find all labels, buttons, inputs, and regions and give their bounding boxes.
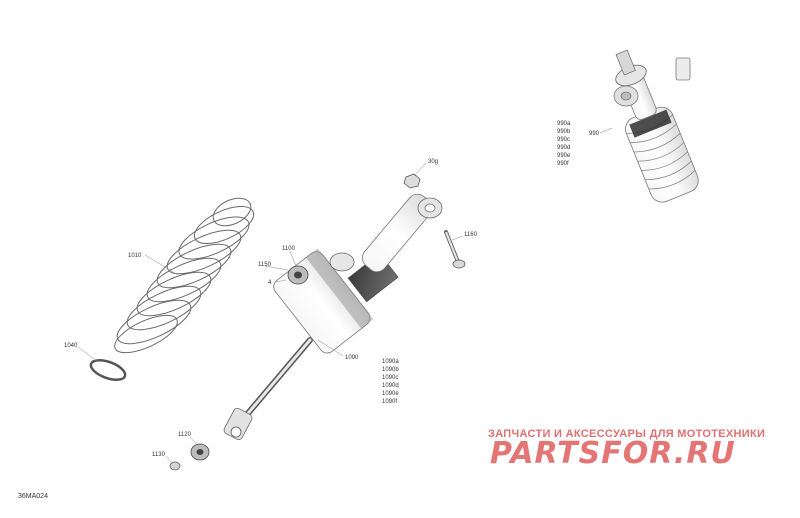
callout-990b[interactable]: 990b [557,129,571,135]
bushing-1120[interactable] [190,443,210,461]
spring-retainer-1040[interactable] [88,356,127,383]
callout-1090[interactable]: 1090 [345,355,359,361]
sheet-code: 36MA024 [18,493,48,500]
nut-30g[interactable] [403,173,421,189]
callout-990e[interactable]: 990e [557,153,571,159]
assembled-shock-990[interactable] [597,43,701,205]
callout-1090f[interactable]: 1090f [382,399,397,405]
callout-990[interactable]: 990 [589,131,600,137]
callout-1010[interactable]: 1010 [128,253,142,259]
watermark-brand: PARTSFOR.RU [490,436,736,471]
callout-1100[interactable]: 1100 [282,246,296,252]
callout-1040[interactable]: 1040 [64,343,78,349]
callout-1130[interactable]: 1130 [152,452,166,458]
callout-1120[interactable]: 1120 [178,432,192,438]
callout-1160[interactable]: 1160 [464,232,478,238]
bushing-1100[interactable] [287,265,309,285]
shock-absorber-1090[interactable] [223,190,443,441]
callout-1090c[interactable]: 1090c [382,375,398,381]
washer-1130[interactable] [169,461,181,471]
coil-spring-1010[interactable] [110,193,259,360]
bolt-1160[interactable] [444,230,466,269]
leader-lines [77,127,613,464]
callout-1090b[interactable]: 1090b [382,367,399,373]
callout-990a[interactable]: 990a [557,121,571,127]
watermark-tagline: ЗАПЧАСТИ И АКСЕССУАРЫ ДЛЯ МОТОТЕХНИКИ [488,428,765,440]
callout-1090a[interactable]: 1090a [382,359,399,365]
callout-1150[interactable]: 1150 [258,262,272,268]
callout-990f[interactable]: 990f [557,161,569,167]
watermark: ЗАПЧАСТИ И АКСЕССУАРЫ ДЛЯ МОТОТЕХНИКИ PA… [488,428,765,471]
callout-990d[interactable]: 990d [557,145,570,151]
callout-1090d[interactable]: 1090d [382,383,399,389]
callout-1090e[interactable]: 1090e [382,391,399,397]
callout-4[interactable]: 4 [268,280,272,286]
callout-30g[interactable]: 30g [428,159,438,165]
callout-990c[interactable]: 990c [557,137,570,143]
